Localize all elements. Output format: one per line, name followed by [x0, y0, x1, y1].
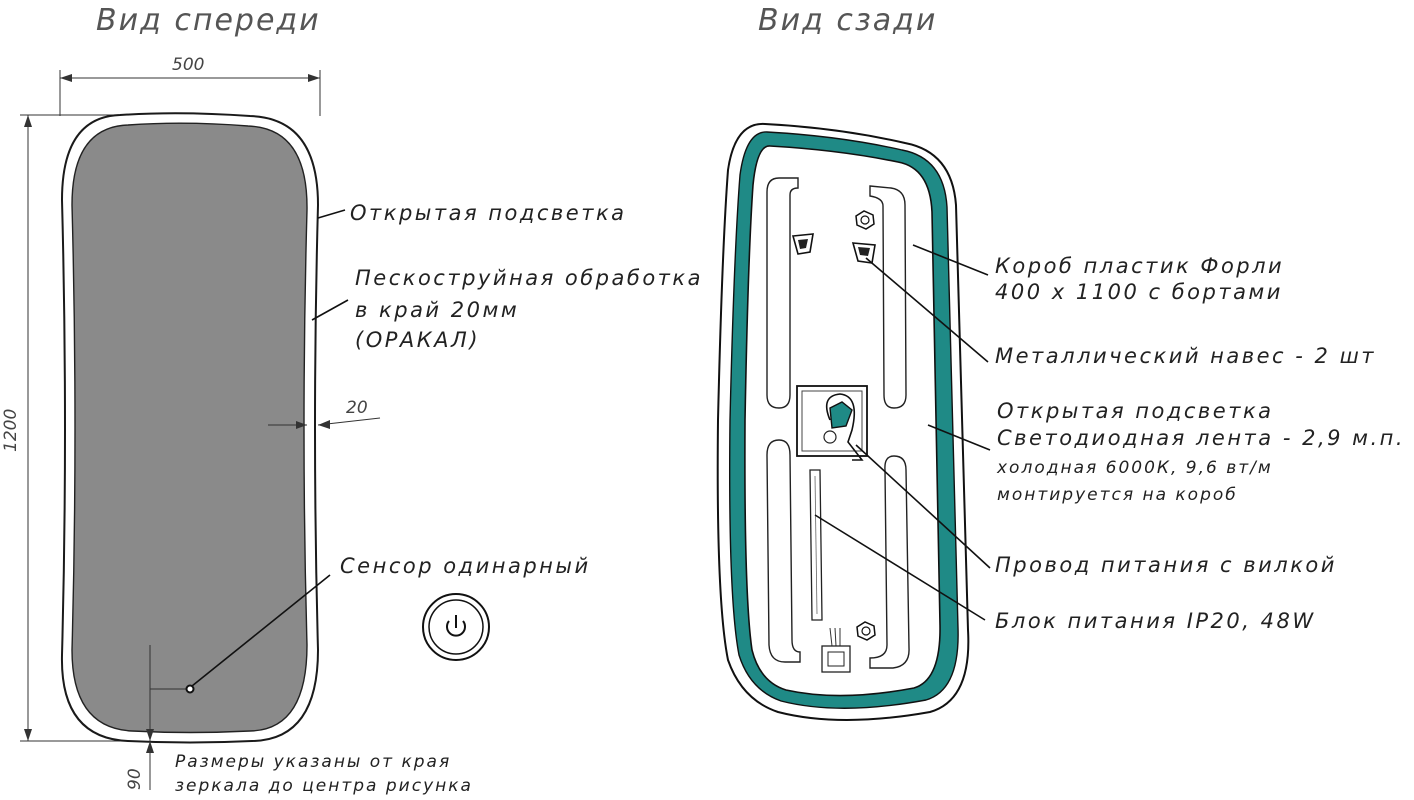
sensor-dot [185, 684, 195, 694]
sandblast-leader [311, 299, 349, 321]
sensor-label: Сенсор одинарный [340, 554, 591, 578]
light-label-1: Открытая подсветка [997, 399, 1274, 423]
width-dimension: 500 [172, 55, 204, 75]
box-label-1: Короб пластик Форли [995, 254, 1284, 278]
power-icon [446, 615, 466, 637]
sandblast-label-1: Пескоструйная обработка [355, 266, 703, 290]
psu-label: Блок питания IP20, 48W [995, 609, 1316, 633]
light-label-3: холодная 6000К, 9,6 вт/м [996, 458, 1273, 478]
sensor-offset-dimension: 90 [125, 768, 145, 790]
note-line-2: зеркала до центра рисунка [175, 776, 473, 796]
inset-arrow-left [296, 421, 307, 429]
sensor-offset-arrow-bottom [146, 741, 154, 753]
cable-leader [855, 444, 991, 569]
height-arrow-top [24, 115, 32, 127]
screw-bottom [856, 621, 876, 641]
height-arrow-bottom [24, 729, 32, 741]
terminal-block [821, 627, 851, 673]
sandblast-label-3: (ОРАКАЛ) [355, 328, 480, 352]
height-dimension: 1200 [1, 409, 21, 452]
width-arrow-right [308, 74, 320, 82]
inset-dimension: 20 [346, 398, 368, 418]
screw-top [855, 210, 875, 230]
mirror-surface [71, 122, 308, 734]
width-arrow-left [60, 74, 72, 82]
light-leader [927, 424, 991, 451]
front-view-title: Вид спереди [96, 3, 321, 38]
sensor-leader [191, 574, 331, 687]
box-leader [912, 244, 989, 276]
cable-connector [829, 401, 853, 429]
cable-box-inner [801, 390, 863, 452]
inset-arrow-right [318, 420, 330, 429]
slot-top-left [766, 177, 799, 409]
sandblast-label-2: в край 20мм [355, 298, 519, 322]
hanger-right-slot [858, 247, 870, 256]
sensor-button [422, 593, 490, 661]
screw-top-center [860, 215, 870, 225]
power-cable [825, 393, 864, 461]
power-supply-seam [814, 475, 818, 615]
box-label-2: 400 х 1100 с бортами [995, 280, 1283, 304]
hanger-label: Металлический навес - 2 шт [995, 344, 1376, 368]
cable-grommet [823, 430, 837, 444]
slot-top-right [869, 185, 907, 409]
psu-leader [814, 514, 986, 621]
hanger-leader [865, 257, 989, 363]
screw-bottom-center [861, 626, 871, 636]
note-line-1: Размеры указаны от края [175, 752, 451, 772]
light-label-2: Светодиодная лента - 2,9 м.п. [997, 426, 1405, 450]
back-view-title: Вид сзади [758, 3, 937, 38]
front-view: 500 1200 20 90 Открытая подсветка Пескос… [1, 55, 703, 796]
slot-bottom-right [869, 455, 910, 669]
open-light-leader [317, 209, 346, 219]
open-light-label: Открытая подсветка [350, 201, 627, 225]
light-label-4: монтируется на короб [997, 485, 1238, 505]
back-view: Короб пластик Форли 400 х 1100 с бортами… [716, 122, 1405, 721]
cable-label: Провод питания с вилкой [995, 553, 1337, 577]
sensor-offset-arrow-top [146, 729, 154, 741]
slot-bottom-left [766, 439, 801, 663]
hanger-left-slot [798, 239, 808, 249]
